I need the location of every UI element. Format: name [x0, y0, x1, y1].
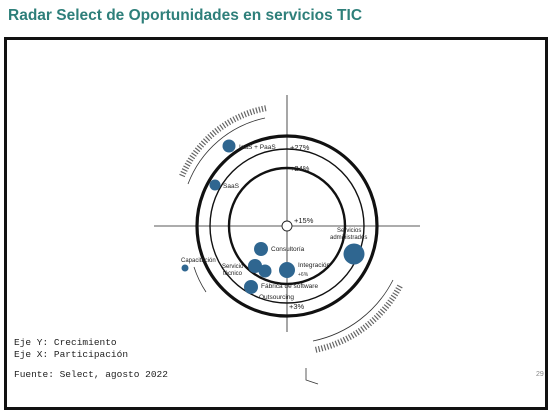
ring-label-24: +24%	[290, 164, 310, 173]
sublabel-integracion: +6%	[298, 272, 309, 278]
outer-arc-top	[179, 105, 268, 178]
item-servicios-administrados: Servicios administrados	[330, 228, 367, 265]
bubble-capacitacion	[181, 264, 189, 272]
bubble-servicio-tecnico-a	[248, 259, 262, 273]
item-iaas-paas: IaaS + PaaS	[222, 139, 276, 153]
ring-27	[209, 148, 365, 304]
outer-arc-bottom	[314, 284, 403, 353]
label-outsourcing: Outsourcing	[259, 294, 294, 301]
label-servicio-tecnico: Servicio técnico	[222, 264, 245, 277]
item-capacitacion: Capacitación	[181, 258, 216, 272]
ring-label-15: +15%	[294, 216, 314, 225]
item-integracion: Integración +6%	[279, 262, 331, 278]
item-fabrica-software: Fábrica de software	[244, 280, 318, 294]
bubble-fabrica-software	[244, 280, 258, 294]
item-consultoria: Consultoría	[254, 242, 305, 256]
source-note: Fuente: Select, agosto 2022	[14, 369, 168, 380]
outer-arc-bottom-inner	[312, 279, 394, 342]
ring-center	[281, 220, 293, 232]
label-iaas-paas: IaaS + PaaS	[239, 144, 276, 151]
left-arc-tick	[193, 266, 207, 293]
slide-frame	[4, 37, 548, 410]
bubble-saas	[209, 179, 221, 191]
ring-outer	[195, 134, 379, 318]
bottom-hook	[305, 368, 319, 385]
outer-arc-top-inner	[187, 117, 266, 185]
y-axis-legend: Eje Y: Crecimiento	[14, 337, 117, 348]
label-servicios-administrados: Servicios administrados	[330, 228, 367, 241]
ring-label-3: +3%	[289, 302, 305, 311]
label-saas: SaaS	[223, 183, 240, 190]
bubble-consultoria	[254, 242, 268, 256]
page-number: 29	[536, 371, 544, 378]
bubble-iaas-paas	[222, 139, 236, 153]
bubble-servicios-administrados	[343, 243, 365, 265]
ring-label-27: +27%	[290, 143, 310, 152]
label-capacitacion: Capacitación	[181, 258, 216, 264]
x-axis-legend: Eje X: Participación	[14, 349, 129, 360]
ring-24	[227, 166, 347, 286]
label-integracion: Integración	[298, 262, 331, 269]
item-saas: SaaS	[209, 179, 240, 191]
label-fabrica-software: Fábrica de software	[261, 283, 318, 290]
item-outsourcing: Outsourcing	[259, 294, 294, 301]
page-title: Radar Select de Oportunidades en servici…	[8, 7, 363, 24]
bubble-integracion	[279, 262, 295, 278]
label-consultoria: Consultoría	[271, 246, 305, 253]
item-servicio-tecnico: Servicio técnico	[222, 259, 272, 278]
bubble-servicio-tecnico-b	[258, 264, 272, 278]
